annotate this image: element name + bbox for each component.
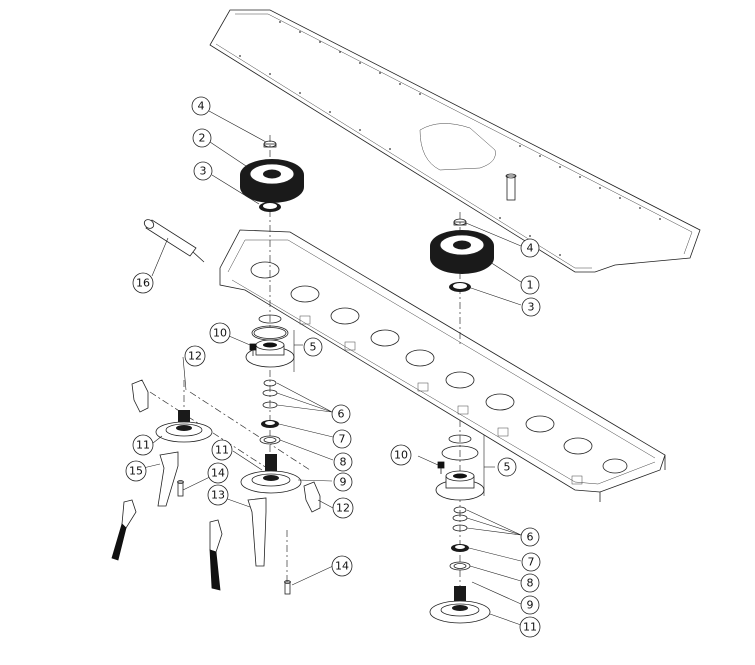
callout-13: 13 <box>207 484 229 506</box>
callout-label: 7 <box>339 433 346 446</box>
right-disc-unit <box>429 586 491 624</box>
callout-1: 1 <box>520 275 540 295</box>
callout-label: 8 <box>527 577 534 590</box>
callout-16: 16 <box>132 272 154 294</box>
callout-11-b: 11 <box>211 439 233 461</box>
callout-14-right: 14 <box>331 555 353 577</box>
callout-label: 14 <box>211 467 225 480</box>
callout-label: 6 <box>527 531 534 544</box>
knife-holder-13 <box>247 497 267 567</box>
callout-9-right: 9 <box>520 595 540 615</box>
left-gear-stack <box>240 140 304 212</box>
callout-label: 4 <box>198 100 205 113</box>
callout-label: 11 <box>523 621 537 634</box>
leader-lines <box>138 110 522 626</box>
callout-label: 14 <box>335 560 349 573</box>
callout-9-left: 9 <box>333 472 353 492</box>
right-bearing-housing <box>435 434 485 501</box>
callout-label: 16 <box>136 277 150 290</box>
callout-14-left: 14 <box>207 462 229 484</box>
callout-10-left: 10 <box>209 322 231 344</box>
callout-8-right: 8 <box>520 573 540 593</box>
callout-5-right: 5 <box>497 457 517 477</box>
callout-8-left: 8 <box>333 452 353 472</box>
callout-label: 13 <box>211 489 225 502</box>
callout-label: 7 <box>528 556 535 569</box>
callout-label: 3 <box>200 165 207 178</box>
callout-11-c: 11 <box>519 616 541 638</box>
callout-label: 1 <box>527 279 534 292</box>
callout-5-left: 5 <box>303 337 323 357</box>
callout-label: 12 <box>188 350 202 363</box>
callout-3-left: 3 <box>193 161 213 181</box>
housing-holes <box>250 261 628 474</box>
callout-7-right: 7 <box>521 552 541 572</box>
left-disc-unit-b <box>240 454 302 494</box>
right-gear-stack <box>430 218 494 292</box>
callout-label: 5 <box>310 341 317 354</box>
left-washer-stack <box>259 379 281 445</box>
knife-holder-15 <box>157 451 179 507</box>
callout-label: 4 <box>527 242 534 255</box>
callout-label: 6 <box>338 408 345 421</box>
bolt-14-right <box>284 530 291 595</box>
callout-label: 3 <box>528 301 535 314</box>
bracket-12-right <box>303 481 321 513</box>
callout-10-right: 10 <box>390 444 412 466</box>
cutter-bar-housing <box>219 229 666 502</box>
knife-left <box>111 499 137 561</box>
callout-label: 9 <box>527 599 534 612</box>
knife-right <box>209 519 223 591</box>
callout-label: 15 <box>129 465 143 478</box>
housing-bosses <box>299 315 583 485</box>
callout-label: 11 <box>215 444 229 457</box>
callout-4-left: 4 <box>191 96 211 116</box>
callout-label: 2 <box>199 132 206 145</box>
callout-3-right: 3 <box>521 297 541 317</box>
callout-label: 9 <box>340 476 347 489</box>
callout-label: 10 <box>394 449 408 462</box>
callout-15: 15 <box>125 460 147 482</box>
callout-11-a: 11 <box>132 434 154 456</box>
callout-7-left: 7 <box>332 429 352 449</box>
axis-lines <box>149 135 461 600</box>
cover-plate <box>209 9 701 273</box>
tool-pin <box>143 219 205 263</box>
callout-label: 8 <box>340 456 347 469</box>
callout-2: 2 <box>192 128 212 148</box>
bracket-12-left <box>131 379 149 413</box>
cover-plate-rivets <box>239 21 661 256</box>
callout-label: 11 <box>136 439 150 452</box>
callout-6-left: 6 <box>331 404 351 424</box>
callout-4-right: 4 <box>520 238 540 258</box>
callout-label: 10 <box>213 327 227 340</box>
callout-label: 12 <box>336 502 350 515</box>
callout-12-right: 12 <box>332 497 354 519</box>
left-disc-unit-a <box>155 410 213 443</box>
callout-6-right: 6 <box>520 527 540 547</box>
callout-label: 5 <box>504 461 511 474</box>
right-washer-stack <box>449 506 471 571</box>
callout-12-left: 12 <box>184 345 206 367</box>
left-bearing-housing <box>245 314 295 368</box>
bolt-14-left <box>177 480 184 497</box>
